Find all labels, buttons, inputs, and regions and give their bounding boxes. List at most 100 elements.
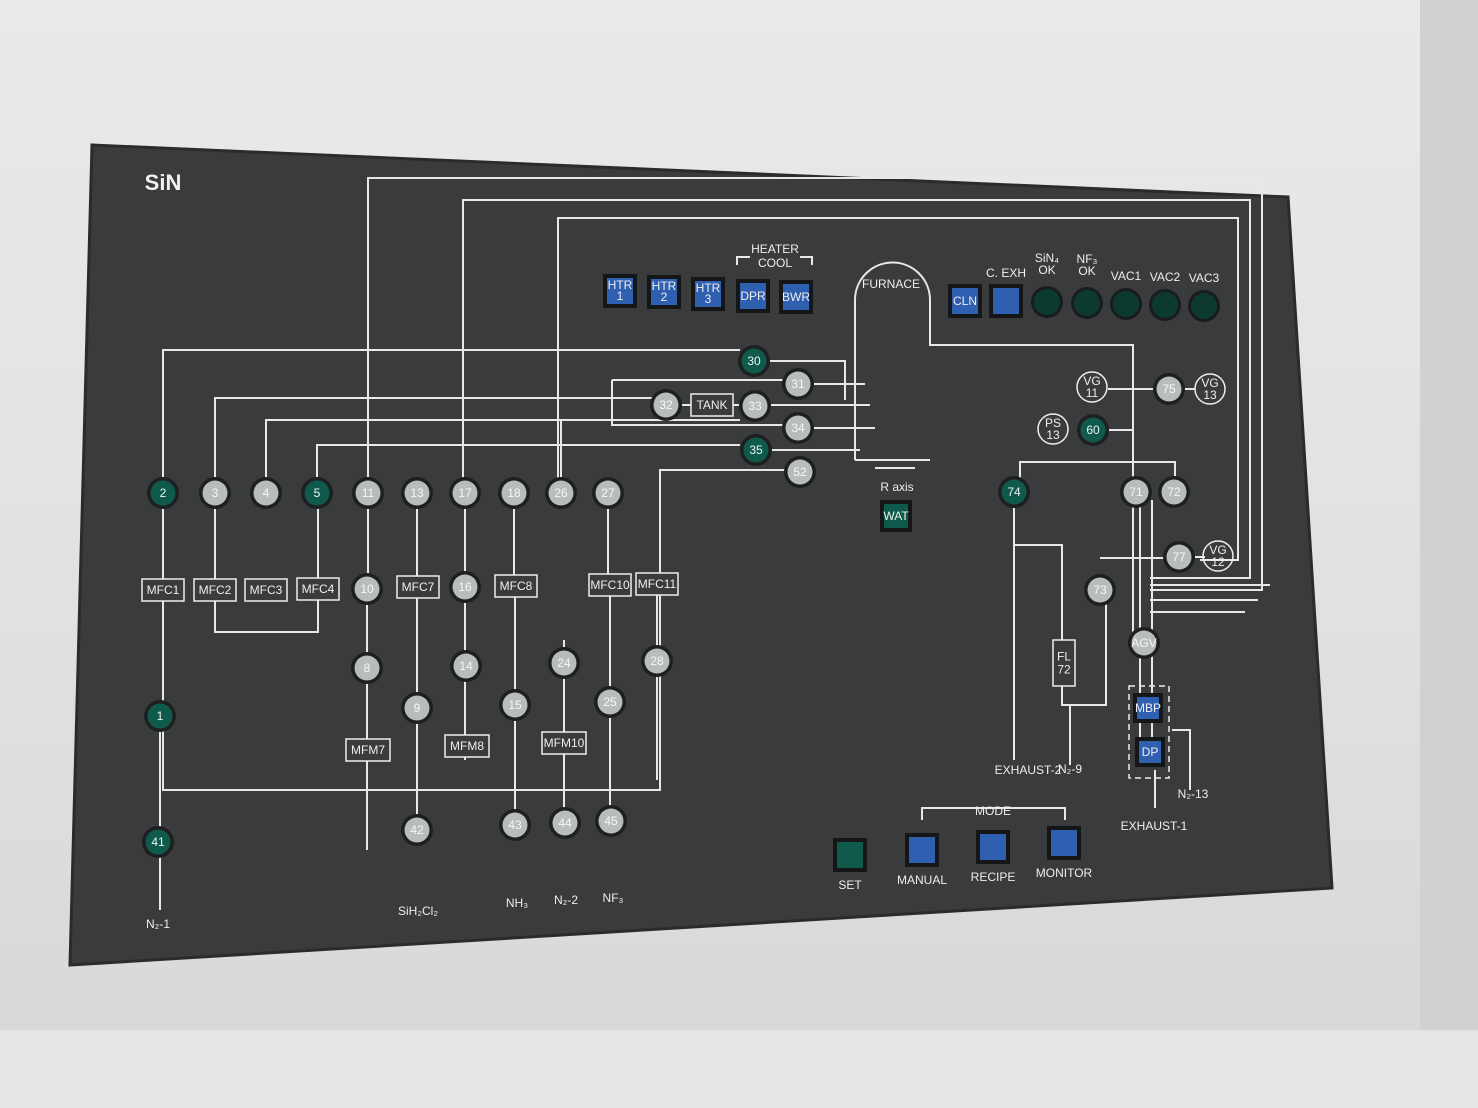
port-label: N₂-2 [554,893,578,907]
pipe-line [770,360,846,400]
valve-26[interactable]: 26 [545,477,577,509]
heater-title: HEATER [751,242,799,256]
valve-8[interactable]: 8 [351,652,383,684]
status-vac1: VAC1 [1110,269,1142,320]
valve-14[interactable]: 14 [450,650,482,682]
valve-lamp [1123,479,1149,505]
valve-77[interactable]: 77 [1163,541,1195,573]
valve-lamp [1087,577,1113,603]
valve-27[interactable]: 27 [592,477,624,509]
valve-label: 14 [459,659,473,673]
valve-16[interactable]: 16 [449,571,481,603]
valve-31[interactable]: 31 [782,368,814,400]
valve-74[interactable]: 74 [998,476,1030,508]
valve-lamp [404,817,430,843]
valve-11[interactable]: 11 [352,477,384,509]
mfc1-label: MFC1 [147,583,180,597]
valve-lamp [1166,544,1192,570]
valve-lamp [452,574,478,600]
pump-group [1128,685,1170,779]
valve-label: 8 [364,661,371,675]
valve-lamp [743,437,769,463]
valve-9[interactable]: 9 [401,692,433,724]
valve-52[interactable]: 52 [784,456,816,488]
valve-5[interactable]: 5 [301,477,333,509]
valve-34[interactable]: 34 [782,412,814,444]
valve-lamp [1156,376,1182,402]
valve-1[interactable]: 1 [144,700,176,732]
valve-4[interactable]: 4 [250,477,282,509]
valve-label: 42 [410,823,424,837]
valve-35[interactable]: 35 [740,434,772,466]
mfc7: MFC7 [396,575,440,599]
valve-43[interactable]: 43 [499,809,531,841]
valve-label: 52 [793,465,807,479]
mfc11-label: MFC11 [638,577,677,591]
pump-dp[interactable]: DP [1135,737,1165,767]
valve-lamp [453,653,479,679]
valve-lamp [502,812,528,838]
cool-title: COOL [758,256,792,270]
valve-28[interactable]: 28 [641,645,673,677]
pipe-line [1019,461,1176,492]
valve-agv[interactable]: AGV [1128,627,1160,659]
valve-lamp [404,695,430,721]
valve-24[interactable]: 24 [548,647,580,679]
valve-10[interactable]: 10 [351,573,383,605]
mode-manual-button[interactable]: MANUAL [897,833,947,887]
mode-monitor-button[interactable]: MONITOR [1036,826,1093,880]
valve-label: 3 [212,486,219,500]
valve-71[interactable]: 71 [1120,476,1152,508]
valve-41[interactable]: 41 [142,826,174,858]
valve-lamp [502,692,528,718]
valve-lamp [304,480,330,506]
button-label: 1 [617,289,624,303]
gauge-type: VG [1083,374,1100,388]
valve-33[interactable]: 33 [739,390,771,422]
button-c-exh[interactable] [989,284,1023,318]
valve-32[interactable]: 32 [650,389,682,421]
button-bwr[interactable]: BWR [779,280,813,314]
valve-25[interactable]: 25 [594,686,626,718]
port-label: EXHAUST-2 [995,763,1062,777]
valve-44[interactable]: 44 [549,807,581,839]
valve-42[interactable]: 42 [401,814,433,846]
valve-60[interactable]: 60 [1077,414,1109,446]
port-label: N₂-9 [1058,762,1082,776]
valve-18[interactable]: 18 [498,477,530,509]
button-dpr[interactable]: DPR [736,279,770,313]
button-cln[interactable]: CLN [948,284,982,318]
valve-label: 30 [747,354,761,368]
valve-3[interactable]: 3 [199,477,231,509]
valve-2[interactable]: 2 [147,477,179,509]
valve-75[interactable]: 75 [1153,373,1185,405]
mfc4-label: MFC4 [302,582,335,596]
mode-set-button[interactable]: SET [833,838,867,892]
valve-lamp [785,371,811,397]
status-label: SiN₄ [1035,251,1059,265]
valve-13[interactable]: 13 [401,477,433,509]
cabinet-edge [1420,0,1478,1108]
valve-30[interactable]: 30 [738,345,770,377]
mfc4: MFC4 [296,577,340,601]
wat-button[interactable]: WAT [880,500,912,532]
valve-label: 77 [1172,550,1186,564]
valve-73[interactable]: 73 [1084,574,1116,606]
valve-17[interactable]: 17 [449,477,481,509]
valve-72[interactable]: 72 [1158,476,1190,508]
button-label: DPR [740,289,766,303]
status-label: VAC1 [1111,269,1142,283]
furnace-label: FURNACE [862,277,920,291]
pump-mbp[interactable]: MBP [1133,693,1163,723]
port-label: SiH₂Cl₂ [398,904,438,918]
button-label: 3 [705,292,712,306]
mode-recipe-button[interactable]: RECIPE [971,830,1016,884]
valve-lamp [598,808,624,834]
valve-45[interactable]: 45 [595,805,627,837]
valve-15[interactable]: 15 [499,689,531,721]
